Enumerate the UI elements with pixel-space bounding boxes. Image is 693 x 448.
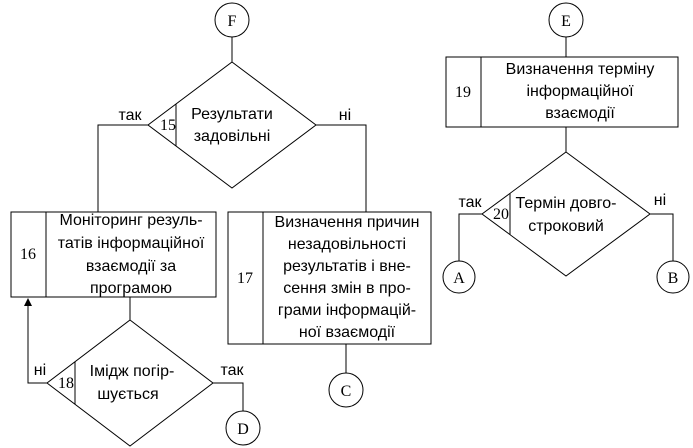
decision-20-line-1: Термін довго- bbox=[516, 195, 617, 212]
connector-b: B bbox=[656, 260, 690, 294]
decision-20-number: 20 bbox=[493, 206, 509, 223]
decision-18-yes-label: так bbox=[220, 362, 244, 379]
decision-18-number: 18 bbox=[58, 375, 74, 392]
decision-15-no-label: ні bbox=[339, 107, 351, 124]
decision-15-yes-label: так bbox=[118, 107, 142, 124]
process-16-number: 16 bbox=[20, 246, 36, 263]
process-17-line-6: ної взаємодії bbox=[299, 324, 396, 341]
connector-f: F bbox=[214, 2, 250, 38]
flow-line-18-no-return bbox=[24, 298, 47, 384]
decision-15-line-1: Результати bbox=[191, 106, 273, 123]
process-19-number: 19 bbox=[455, 84, 471, 101]
connector-e-label: E bbox=[561, 13, 571, 30]
connector-b-label: B bbox=[668, 270, 679, 287]
decision-18-line-2: шується bbox=[97, 386, 158, 403]
process-19-line-3: взаємодії bbox=[545, 105, 615, 122]
connector-a: A bbox=[442, 260, 476, 294]
process-17-number: 17 bbox=[237, 270, 253, 287]
process-17-line-3: результатів і вне- bbox=[283, 258, 411, 275]
flow-line-15-yes bbox=[97, 124, 148, 212]
process-19-line-1: Визначення терміну bbox=[506, 61, 655, 78]
flow-line-20-yes bbox=[458, 213, 482, 261]
flow-line-18-yes bbox=[213, 382, 244, 411]
connector-e: E bbox=[548, 2, 584, 38]
decision-18: 18 Імідж погір- шується ні так bbox=[34, 319, 245, 447]
connector-d-label: D bbox=[237, 421, 249, 438]
process-16-line-3: взаємодії за bbox=[86, 258, 176, 275]
process-17-line-5: грами інформацій- bbox=[278, 302, 416, 319]
connector-d: D bbox=[225, 410, 261, 446]
decision-15-number: 15 bbox=[160, 117, 176, 134]
process-17-line-1: Визначення причин bbox=[275, 214, 420, 231]
process-19-line-2: інформаційної bbox=[526, 83, 634, 100]
connector-f-label: F bbox=[228, 13, 237, 30]
connector-a-label: A bbox=[453, 270, 465, 287]
process-16-line-2: татів інформаційної bbox=[58, 235, 205, 252]
flow-line-15-no bbox=[316, 124, 367, 212]
connector-c-label: C bbox=[341, 383, 352, 400]
process-16: 16 Моніторинг резуль- татів інформаційно… bbox=[10, 211, 217, 298]
process-17-line-2: незадовільності bbox=[288, 236, 406, 253]
process-17-line-4: сення змін в про- bbox=[283, 280, 411, 297]
decision-15-line-2: задовільні bbox=[194, 128, 271, 145]
process-16-line-4: програмою bbox=[90, 280, 172, 297]
decision-15: 15 Результати задовільні так ні bbox=[118, 61, 351, 189]
decision-20-no-label: ні bbox=[654, 192, 666, 209]
decision-18-line-1: Імідж погір- bbox=[90, 363, 175, 380]
decision-20-yes-label: так bbox=[458, 194, 482, 211]
process-19: 19 Визначення терміну інформаційної взає… bbox=[445, 56, 679, 128]
flow-line-20-no bbox=[650, 213, 674, 261]
process-16-line-1: Моніторинг резуль- bbox=[59, 212, 202, 229]
decision-20-line-2: строковий bbox=[528, 218, 604, 235]
process-17: 17 Визначення причин незадовільності рез… bbox=[227, 211, 432, 345]
connector-c: C bbox=[328, 372, 364, 408]
decision-18-no-label: ні bbox=[34, 362, 46, 379]
decision-20: 20 Термін довго- строковий так ні bbox=[458, 151, 666, 277]
